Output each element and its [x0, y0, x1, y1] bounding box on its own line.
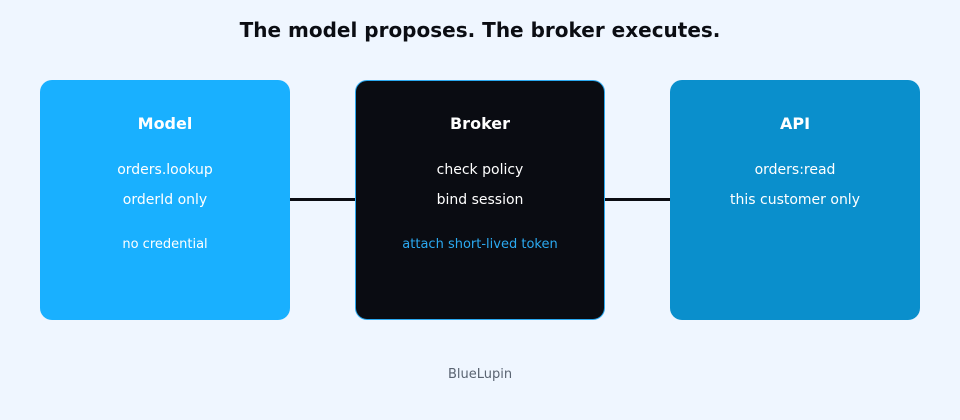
broker-line-1: check policy — [436, 162, 524, 178]
broker-note: attach short-lived token — [402, 237, 558, 252]
api-line-2: this customer only — [730, 192, 860, 208]
broker-heading: Broker — [449, 114, 511, 133]
model-note: no credential — [122, 237, 208, 252]
model-box: Model orders.lookup orderId only no cred… — [40, 80, 290, 320]
model-line-1: orders.lookup — [117, 162, 213, 178]
broker-box: Broker check policy bind session attach … — [355, 80, 605, 320]
model-heading: Model — [137, 114, 193, 133]
connector-model-broker — [290, 198, 355, 201]
api-line-1: orders:read — [754, 162, 836, 178]
connector-broker-api — [605, 198, 670, 201]
footer-brand: BlueLupin — [447, 367, 513, 382]
diagram-title: The model proposes. The broker executes. — [239, 18, 721, 42]
api-box: API orders:read this customer only — [670, 80, 920, 320]
broker-line-2: bind session — [436, 192, 524, 208]
model-line-2: orderId only — [122, 192, 208, 208]
api-heading: API — [779, 114, 811, 133]
